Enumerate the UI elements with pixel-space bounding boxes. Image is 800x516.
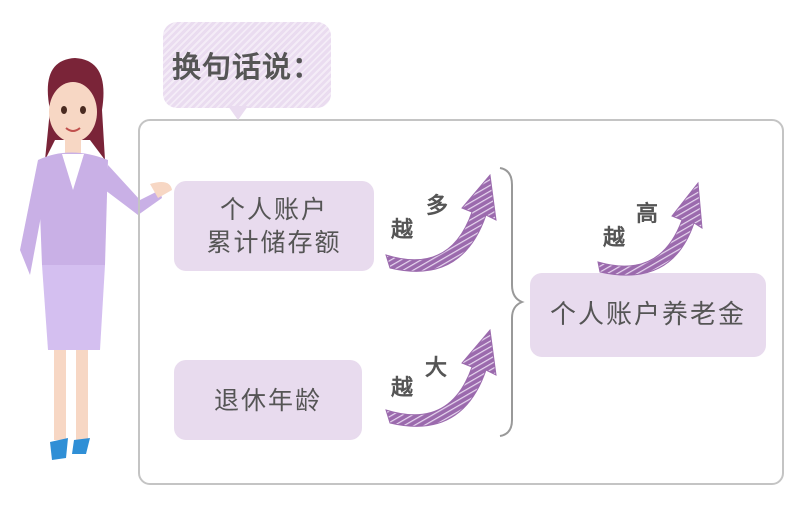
trend-label: 多 [426, 193, 449, 219]
up-arrow-icon [385, 173, 497, 272]
presenter-woman-illustration [20, 58, 172, 460]
brace-connector [499, 167, 525, 437]
trend-label: 大 [425, 355, 448, 381]
trend-label: 越 [603, 225, 626, 251]
speech-bubble-tail [228, 106, 248, 120]
up-arrow-icon [597, 181, 703, 276]
bubble-text: 换句话说： [171, 50, 322, 84]
factor-box-savings: 个人账户 累计储存额 [174, 181, 374, 271]
up-arrow-icon [385, 328, 497, 427]
trend-label: 越 [391, 217, 414, 243]
content-frame [138, 119, 784, 485]
trend-label: 越 [391, 375, 414, 401]
factor-line1: 个人账户 [219, 195, 328, 224]
speech-bubble: 换句话说： [163, 22, 331, 108]
factor-line2: 累计储存额 [206, 228, 342, 257]
factor-line1: 退休年龄 [213, 385, 322, 415]
factor-box-retirement-age: 退休年龄 [174, 360, 362, 440]
result-box-pension: 个人账户养老金 [530, 273, 766, 357]
result-text: 个人账户养老金 [549, 299, 746, 330]
trend-label: 高 [636, 201, 659, 227]
